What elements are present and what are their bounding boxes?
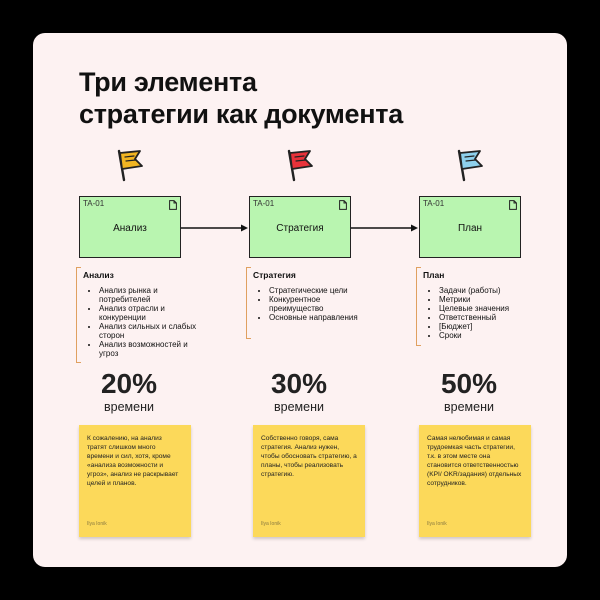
node-label: План <box>457 223 483 234</box>
section-strategy: Стратегия Стратегические цели Конкурентн… <box>246 267 370 339</box>
note-author: Ilya Ionik <box>87 521 107 527</box>
sticky-note-strategy[interactable]: Собственно говоря, сама стратегия. Анали… <box>253 425 365 537</box>
section-bracket <box>416 267 421 346</box>
list-item: Конкурентное преимущество <box>269 295 370 313</box>
section-list: Задачи (работы) Метрики Целевые значения… <box>420 286 540 340</box>
list-item: Метрики <box>439 295 540 304</box>
list-item: Анализ возможностей и угроз <box>99 340 200 358</box>
node-analysis[interactable]: TA-01 Анализ <box>79 196 181 258</box>
section-bracket <box>76 267 81 363</box>
node-code: TA-01 <box>83 199 105 208</box>
flag-icon-analysis <box>117 149 143 182</box>
list-item: Анализ отрасли и конкуренции <box>99 304 200 322</box>
percent-value: 20% <box>100 368 158 399</box>
list-item: Целевые значения <box>439 304 540 313</box>
document-icon <box>339 200 347 210</box>
list-item: Задачи (работы) <box>439 286 540 295</box>
note-author: Ilya Ionik <box>261 521 281 527</box>
list-item: Анализ рынка и потребителей <box>99 286 200 304</box>
list-item: Сроки <box>439 331 540 340</box>
percent-value: 50% <box>440 368 498 399</box>
percent-label: времени <box>104 400 154 414</box>
section-title: План <box>423 270 445 280</box>
section-list: Стратегические цели Конкурентное преимущ… <box>250 286 370 322</box>
page-title: Три элемента стратегии как документа <box>79 66 499 130</box>
section-list: Анализ рынка и потребителей Анализ отрас… <box>80 286 200 358</box>
document-icon <box>509 200 517 210</box>
note-text: Самая нелюбимая и самая трудоемкая часть… <box>427 435 522 487</box>
list-item: Ответственный <box>439 313 540 322</box>
flag-icon-plan <box>457 149 483 182</box>
section-plan: План Задачи (работы) Метрики Целевые зна… <box>416 267 540 346</box>
list-item: Анализ сильных и слабых сторон <box>99 322 200 340</box>
list-item: [Бюджет] <box>439 322 540 331</box>
document-icon <box>169 200 177 210</box>
percent-label: времени <box>274 400 324 414</box>
node-code: TA-01 <box>423 199 445 208</box>
flag-icon-strategy <box>287 149 313 182</box>
sticky-note-analysis[interactable]: К сожалению, на анализ тратят слишком мн… <box>79 425 191 537</box>
note-author: Ilya Ionik <box>427 521 447 527</box>
title-line-2: стратегии как документа <box>79 99 403 129</box>
section-analysis: Анализ Анализ рынка и потребителей Анали… <box>76 267 200 363</box>
node-label: Анализ <box>113 223 147 234</box>
arrowhead-1 <box>241 224 248 232</box>
section-bracket <box>246 267 251 339</box>
list-item: Стратегические цели <box>269 286 370 295</box>
arrowhead-2 <box>411 224 418 232</box>
node-code: TA-01 <box>253 199 275 208</box>
section-title: Анализ <box>83 270 114 280</box>
note-text: Собственно говоря, сама стратегия. Анали… <box>261 435 357 478</box>
node-plan[interactable]: TA-01 План <box>419 196 521 258</box>
section-title: Стратегия <box>253 270 296 280</box>
note-text: К сожалению, на анализ тратят слишком мн… <box>87 435 179 487</box>
percent-label: времени <box>444 400 494 414</box>
node-label: Стратегия <box>276 223 324 234</box>
percent-value: 30% <box>270 368 328 399</box>
sticky-note-plan[interactable]: Самая нелюбимая и самая трудоемкая часть… <box>419 425 531 537</box>
title-line-1: Три элемента <box>79 67 257 97</box>
list-item: Основные направления <box>269 313 370 322</box>
node-strategy[interactable]: TA-01 Стратегия <box>249 196 351 258</box>
